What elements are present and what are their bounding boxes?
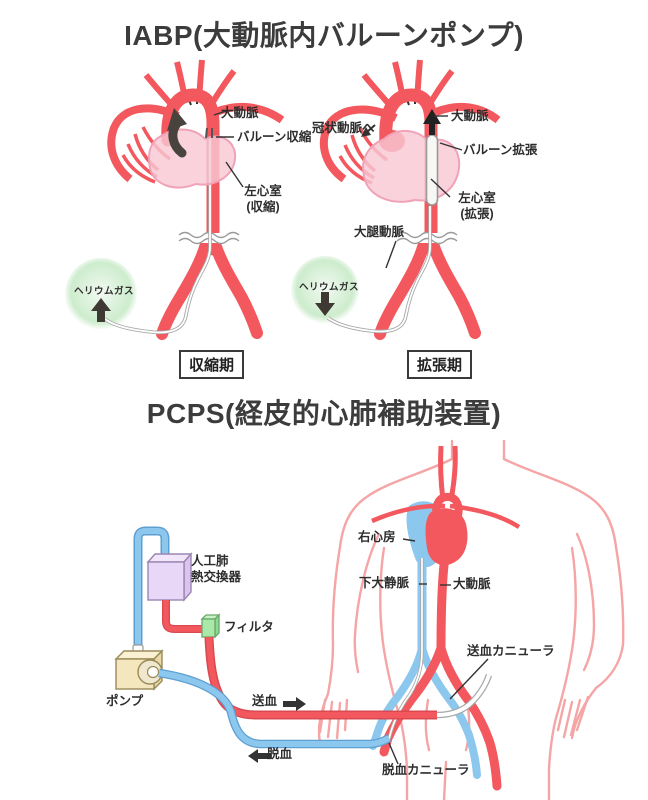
label-ivc: 下大静脈 bbox=[359, 576, 410, 590]
label-aorta-systole: 大動脈 bbox=[221, 106, 259, 120]
heart-shape bbox=[425, 508, 468, 566]
phase-box-diastole: 拡張期 bbox=[407, 350, 473, 379]
label-balloon-inflate: バルーン拡張 bbox=[463, 143, 538, 157]
label-send-blood: 送血 bbox=[252, 694, 278, 708]
pcps-title: PCPS(経皮的心肺補助装置) bbox=[146, 398, 502, 429]
blood-flow-arrow bbox=[167, 108, 187, 158]
label-helium-right: ヘリウムガス bbox=[299, 282, 360, 293]
iabp-systole-figure bbox=[65, 59, 285, 340]
label-oxygenator: 人工肺 熱交換器 bbox=[191, 554, 242, 584]
drainage-catheter bbox=[387, 558, 424, 740]
send-cannula bbox=[436, 673, 493, 719]
oxy-to-filter-tube bbox=[162, 600, 203, 633]
deflated-balloon bbox=[205, 127, 213, 139]
label-aorta-diastole: 大動脈 bbox=[451, 109, 489, 123]
label-drain-cannula: 脱血カニューラ bbox=[382, 763, 470, 777]
helium-up-arrow bbox=[91, 298, 111, 322]
label-pump: ポンプ bbox=[106, 694, 144, 708]
iabp-diastole-figure bbox=[291, 59, 501, 340]
label-balloon-deflate: バルーン収縮 bbox=[237, 130, 312, 144]
phase-box-systole: 収縮期 bbox=[179, 350, 245, 379]
label-send-cannula: 送血カニューラ bbox=[467, 644, 555, 658]
helium-gas-ball bbox=[291, 256, 359, 324]
label-right-atrium: 右心房 bbox=[358, 530, 396, 544]
oxygenator-box bbox=[146, 552, 193, 602]
label-aorta-pcps: 大動脈 bbox=[453, 577, 491, 591]
send-flow-arrow bbox=[283, 697, 306, 711]
helium-down-arrow bbox=[315, 292, 335, 316]
filter-box bbox=[200, 613, 221, 639]
label-femoral-artery: 大腿動脈 bbox=[354, 225, 405, 239]
helium-gas-ball bbox=[65, 258, 137, 330]
drain-tube-to-pump bbox=[133, 526, 170, 651]
label-filter: フィルタ bbox=[224, 620, 274, 634]
drain-tube-from-patient bbox=[158, 668, 392, 749]
vessel-break bbox=[181, 233, 245, 243]
label-drain-blood: 脱血 bbox=[267, 747, 293, 761]
label-ventricle-systole: 左心室 (収縮) bbox=[244, 184, 282, 214]
label-helium-left: ヘリウムガス bbox=[74, 286, 135, 297]
left-ventricle-systole bbox=[148, 128, 237, 189]
drain-flow-arrow bbox=[248, 749, 271, 763]
coronary-arrow bbox=[361, 124, 376, 137]
balloon-up-arrow bbox=[423, 109, 441, 135]
label-ventricle-diastole: 左心室 (拡張) bbox=[458, 191, 496, 221]
pump-box bbox=[114, 644, 164, 691]
inflated-balloon bbox=[425, 134, 439, 206]
label-coronary: 冠状動脈へ bbox=[312, 121, 375, 135]
iabp-title: IABP(大動脈内バルーンポンプ) bbox=[124, 20, 524, 51]
balloon-catheter bbox=[103, 138, 212, 335]
pcps-figure bbox=[114, 439, 625, 800]
balloon-catheter bbox=[326, 206, 432, 334]
